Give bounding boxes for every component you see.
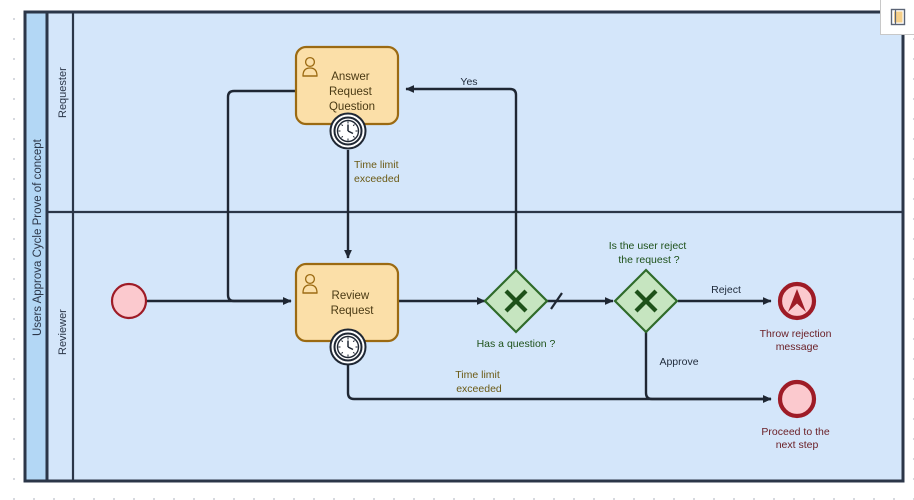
- flow-labels: Yes Reject Approve Time limit exceeded T…: [354, 76, 741, 395]
- user-task-icon: [302, 56, 318, 77]
- flow-label-approve: Approve: [659, 356, 698, 368]
- flow-answer-loop-to-review: [226, 89, 295, 305]
- task-review-request[interactable]: Review Request: [294, 262, 400, 366]
- timer-boundary-event-review[interactable]: [329, 328, 367, 366]
- timer-boundary-event-answer[interactable]: [329, 112, 367, 150]
- flow-label-timer-top: Time limit exceeded: [354, 159, 401, 185]
- escalation-icon: [788, 289, 806, 312]
- task-answer-request-question[interactable]: Answer Request Question: [294, 45, 400, 150]
- start-event[interactable]: [110, 282, 148, 320]
- lane-label-requester: Requester: [57, 67, 69, 118]
- sequence-flows: [147, 85, 772, 403]
- pool-title: Users Approva Cycle Prove of concept: [32, 138, 44, 336]
- flow-label-timer-bottom: Time limit exceeded: [455, 369, 502, 395]
- lane-reviewer[interactable]: Reviewer: [57, 309, 69, 355]
- user-task-icon: [302, 273, 318, 294]
- end-event-throw-rejection-message[interactable]: Throw rejection message: [760, 281, 835, 353]
- flow-label-yes: Yes: [460, 76, 477, 88]
- end-event-proceed-next-step[interactable]: Proceed to the next step: [761, 379, 832, 451]
- default-flow-marker: [550, 292, 563, 310]
- task-label-review: Review Request: [331, 290, 375, 317]
- lane-requester[interactable]: Requester: [47, 12, 903, 481]
- pool[interactable]: Users Approva Cycle Prove of concept: [23, 10, 905, 483]
- end-event-label-reject: Throw rejection message: [760, 328, 835, 353]
- gateway-is-user-reject[interactable]: Is the user reject the request ?: [609, 240, 690, 334]
- corner-panel[interactable]: [880, 0, 914, 35]
- flow-label-reject: Reject: [711, 284, 741, 296]
- flow-review-timer-to-proceed: [346, 365, 772, 403]
- task-label-answer: Answer Request Question: [329, 71, 375, 113]
- flow-gateway2-approve: [644, 331, 772, 403]
- gateway-label-has-question: Has a question ?: [477, 338, 556, 350]
- book-open-icon[interactable]: [890, 8, 906, 26]
- gateway-has-question[interactable]: Has a question ?: [477, 268, 556, 350]
- gateway-label-is-user-reject: Is the user reject the request ?: [609, 240, 690, 266]
- flow-gateway1-yes-to-answer: [405, 85, 518, 270]
- end-event-label-proceed: Proceed to the next step: [761, 426, 832, 451]
- lane-label-reviewer: Reviewer: [57, 309, 69, 355]
